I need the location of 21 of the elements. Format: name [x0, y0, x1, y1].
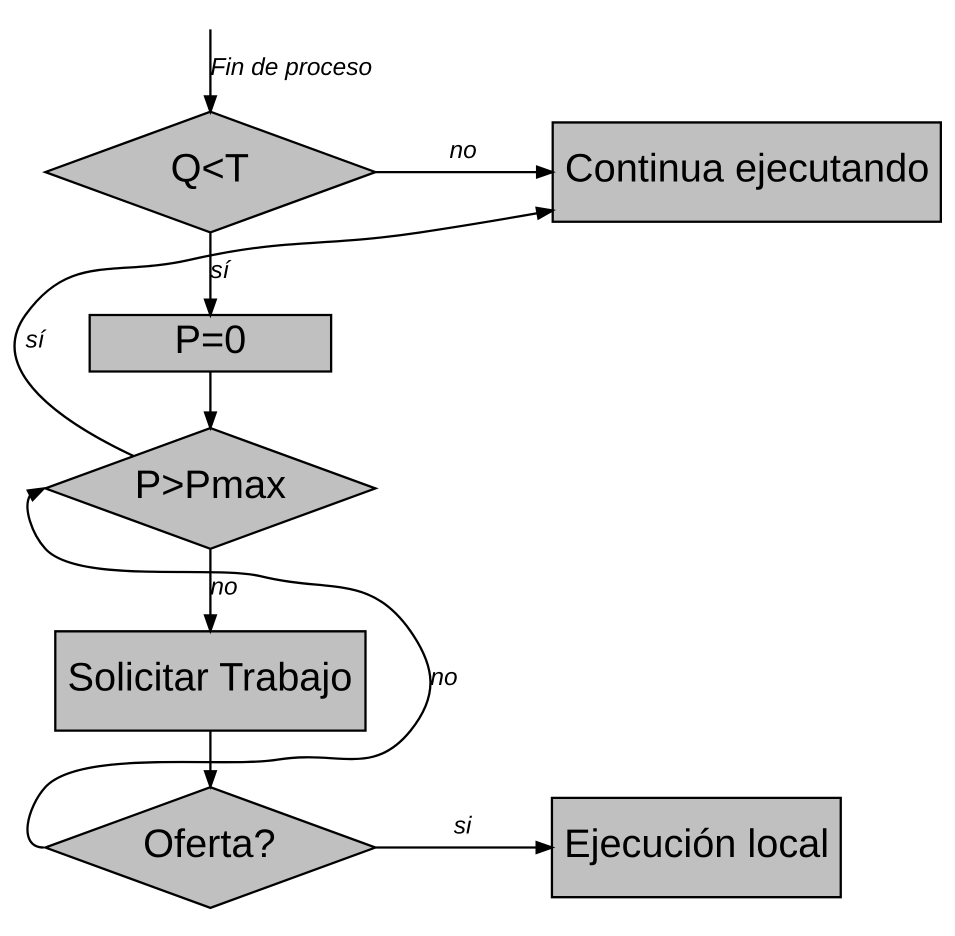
edge-label: no: [210, 573, 238, 600]
edge-label: si: [454, 812, 472, 840]
node-box: Ejecución local: [550, 796, 842, 898]
arrow: [26, 486, 432, 849]
arrow: [203, 730, 218, 790]
arrow: [203, 548, 218, 634]
node-box: Continua ejecutando: [552, 121, 942, 223]
edge-label: Fin de proceso: [210, 54, 372, 81]
node-box: P=0: [88, 314, 332, 373]
arrow: [203, 372, 218, 432]
node-box: Solicitar Trabajo: [54, 630, 367, 732]
arrow: [376, 840, 556, 854]
arrow: [203, 29, 218, 116]
node-diamond: P>Pmax: [42, 426, 379, 550]
arrow: [14, 206, 556, 457]
edge-label: no: [430, 664, 458, 692]
arrow: [376, 165, 556, 180]
edge-label: sí: [210, 256, 230, 284]
edge-label: no: [450, 137, 477, 164]
arrow: [203, 232, 218, 318]
edge-label: sí: [25, 326, 45, 354]
